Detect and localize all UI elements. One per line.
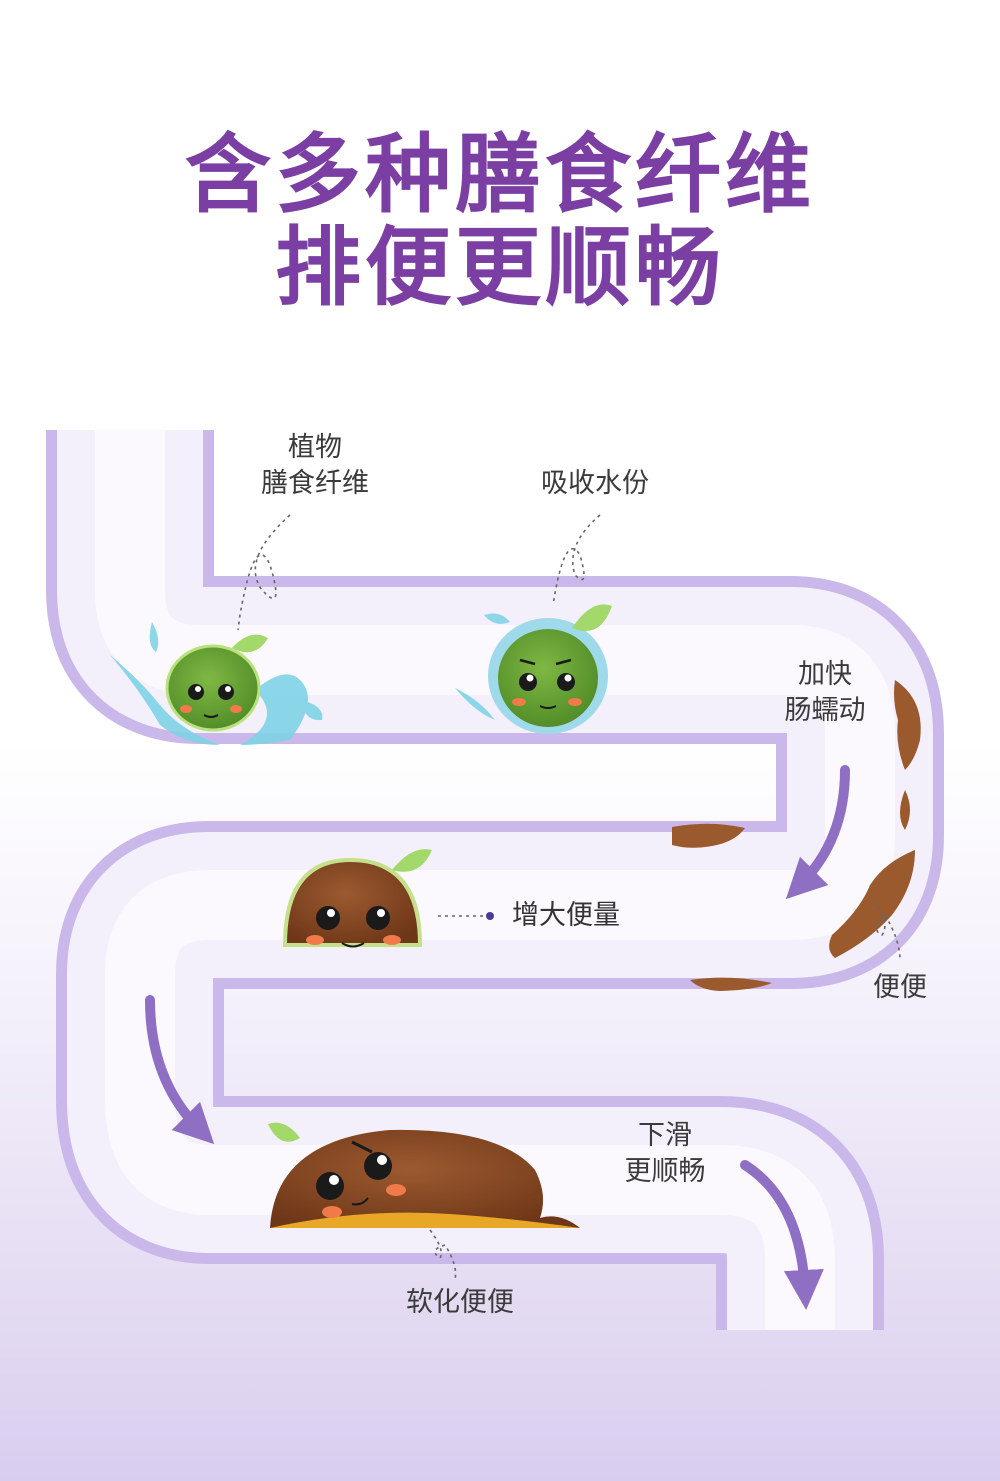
- label-stool: 便便: [873, 972, 927, 1003]
- stool-character-volume: [282, 849, 432, 948]
- label-plant-fiber-line1: 植物: [288, 432, 342, 463]
- arrow-left-bend: [145, 995, 215, 1145]
- label-slide-line1: 下滑: [638, 1120, 692, 1151]
- label-slide-down: 下滑 更顺畅: [600, 1118, 730, 1190]
- label-absorb-water: 吸收水份: [541, 468, 649, 499]
- title-line-2: 排便更顺畅: [275, 218, 725, 318]
- flow-arrows: [145, 765, 850, 1310]
- intestine-tube: [46, 430, 944, 1344]
- label-slide-line2: 更顺畅: [624, 1156, 706, 1187]
- arrow-peristalsis: [785, 765, 850, 900]
- label-plant-fiber: 植物 膳食纤维: [230, 430, 400, 502]
- arrow-exit: [740, 1160, 824, 1310]
- label-plant-fiber-line2: 膳食纤维: [261, 468, 369, 499]
- water-splash-right: [455, 613, 510, 720]
- stool-smears: [672, 680, 921, 991]
- leader-lines: [237, 514, 901, 1281]
- label-increase-volume: 增大便量: [512, 900, 620, 931]
- label-speed-line2: 肠蠕动: [784, 695, 866, 726]
- label-speed-line1: 加快: [798, 659, 852, 690]
- label-soften-stool: 软化便便: [406, 1287, 514, 1318]
- label-speed-peristalsis: 加快 肠蠕动: [760, 657, 890, 729]
- fiber-character-2: [488, 604, 612, 734]
- stool-character-soft: [268, 1122, 580, 1228]
- title-line-1: 含多种膳食纤维: [185, 125, 815, 225]
- fiber-character-1: [165, 634, 268, 732]
- leader-dot: [486, 912, 494, 920]
